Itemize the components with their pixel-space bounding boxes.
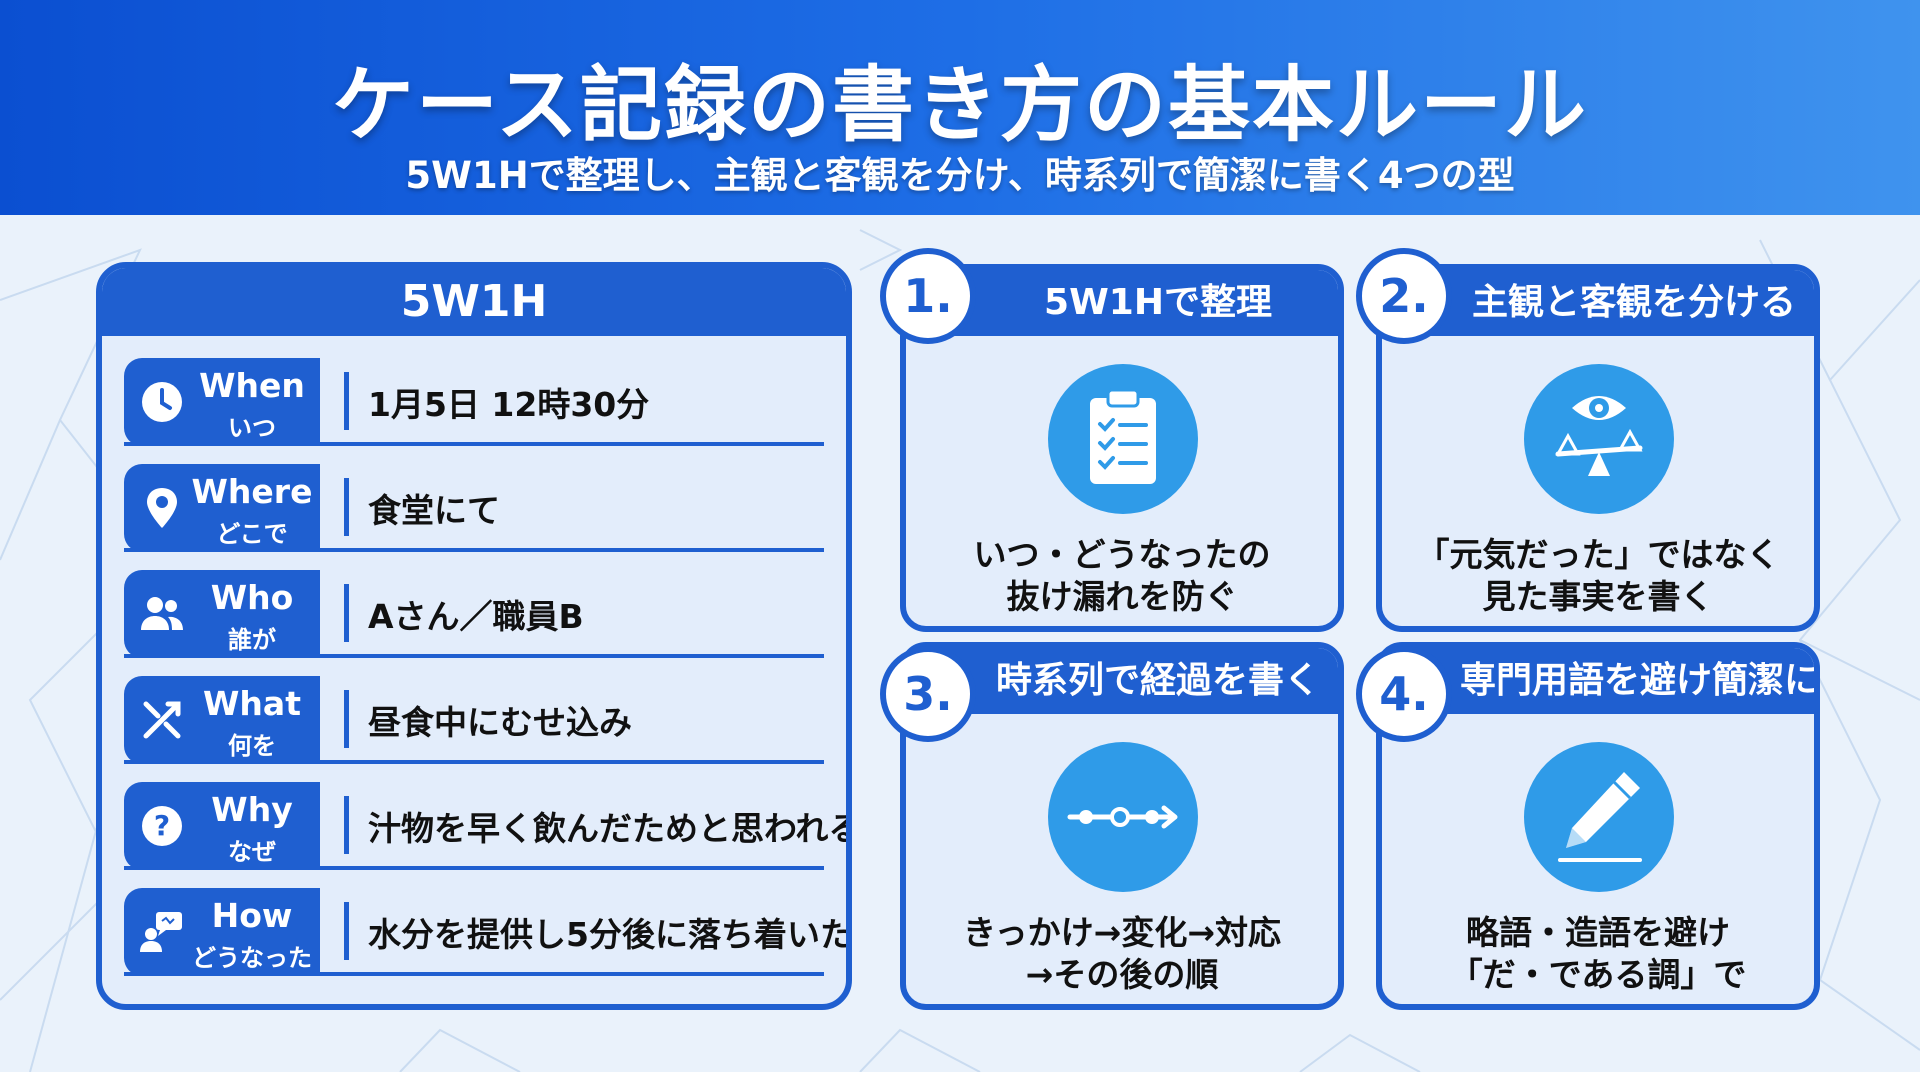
row-separator (344, 690, 349, 748)
how-value: 水分を提供し5分後に落ち着いた (368, 915, 852, 954)
rule-card-2-header: 主観と客観を分ける (1382, 270, 1814, 336)
w5h1-panel-title: 5W1H (102, 268, 846, 336)
row-separator (344, 584, 349, 642)
rule-card-4-header: 専門用語を避け簡潔に (1382, 648, 1814, 714)
why-label-pill: ? Why なぜ (124, 782, 320, 870)
question-icon: ? (142, 806, 182, 846)
w5h1-row-how: How どうなった 水分を提供し5分後に落ち着いた (124, 888, 846, 994)
row-separator (344, 902, 349, 960)
what-label-jp: 何を (228, 732, 276, 760)
rule-card-3-desc-line1: きっかけ→変化→対応 (963, 913, 1281, 952)
timeline-icon (1067, 805, 1178, 829)
clock-icon (142, 382, 182, 422)
w5h1-row-what: What 何を 昼食中にむせ込み (124, 676, 824, 782)
people-icon (141, 597, 183, 630)
row-underline (124, 654, 824, 658)
rule-card-1-icon-circle (1048, 364, 1198, 514)
when-label-en: When (199, 366, 305, 405)
rule-card-3-number: 3. (880, 646, 976, 742)
how-label-en: How (211, 896, 293, 935)
w5h1-panel: 5W1H When いつ 1月5日 12時30分 Where (96, 262, 852, 1010)
rule-card-4-title: 専門用語を避け簡潔に (1460, 660, 1820, 701)
rule-card-1-header: 5W1Hで整理 (906, 270, 1338, 336)
why-label-en: Why (211, 790, 293, 829)
when-label-pill: When いつ (124, 358, 320, 446)
row-underline (124, 972, 824, 976)
when-value: 1月5日 12時30分 (368, 385, 650, 424)
when-label-jp: いつ (228, 414, 276, 442)
rule-card-4-desc-line2: 「だ・である調」で (1449, 955, 1747, 994)
clipboard-checklist-icon (1090, 388, 1156, 484)
rule-card-2: 主観と客観を分ける 「元気だった」ではなく 見た事実を書く (1376, 264, 1820, 632)
who-label-pill: Who 誰が (124, 570, 320, 658)
row-separator (344, 372, 349, 430)
where-value: 食堂にて (368, 491, 500, 530)
where-label-jp: どこで (216, 520, 288, 548)
rule-card-4: 専門用語を避け簡潔に 略語・造語を避け 「だ・である調」で (1376, 642, 1820, 1010)
rule-card-3: 時系列で経過を書く きっかけ→変化→対応 →その後の順 (900, 642, 1344, 1010)
rule-card-1-desc-line2: 抜け漏れを防ぐ (1006, 577, 1238, 616)
tools-icon (143, 701, 181, 739)
row-underline (124, 548, 824, 552)
pen-icon (1558, 772, 1642, 862)
where-label-en: Where (191, 472, 313, 511)
what-value: 昼食中にむせ込み (368, 703, 632, 742)
header-banner: ケース記録の書き方の基本ルール 5W1Hで整理し、主観と客観を分け、時系列で簡潔… (0, 0, 1920, 215)
rule-card-2-desc-line2: 見た事実を書く (1482, 577, 1714, 616)
where-label-pill: Where どこで (124, 464, 320, 552)
person-speech-icon (140, 912, 182, 952)
row-underline (124, 866, 824, 870)
who-value: Aさん／職員B (368, 597, 584, 636)
rule-card-3-title: 時系列で経過を書く (995, 660, 1320, 701)
w5h1-row-when: When いつ 1月5日 12時30分 (124, 358, 824, 464)
svg-text:?: ? (154, 809, 170, 842)
what-label-pill: What 何を (124, 676, 320, 764)
rule-card-2-icon-circle (1524, 364, 1674, 514)
who-label-en: Who (210, 578, 294, 617)
row-separator (344, 478, 349, 536)
eye-scale-icon (1555, 396, 1643, 476)
w5h1-row-who: Who 誰が Aさん／職員B (124, 570, 824, 676)
rule-card-4-icon-circle (1524, 742, 1674, 892)
who-label-jp: 誰が (228, 626, 276, 654)
page-title: ケース記録の書き方の基本ルール (332, 58, 1588, 153)
location-pin-icon (147, 488, 177, 528)
rule-card-2-desc-line1: 「元気だった」ではなく (1416, 535, 1780, 574)
rule-card-4-number: 4. (1356, 646, 1452, 742)
rule-card-1-desc-line1: いつ・どうなったの (973, 535, 1271, 574)
rule-card-1-number: 1. (880, 248, 976, 344)
rule-card-1: 5W1Hで整理 いつ・どうなったの 抜け漏れを防ぐ (900, 264, 1344, 632)
how-label-pill: How どうなった (124, 888, 320, 976)
rule-card-3-header: 時系列で経過を書く (906, 648, 1338, 714)
row-underline (124, 442, 824, 446)
rule-card-3-icon-circle (1048, 742, 1198, 892)
how-label-jp: どうなった (192, 944, 312, 972)
page-subtitle: 5W1Hで整理し、主観と客観を分け、時系列で簡潔に書く4つの型 (405, 154, 1515, 197)
rule-card-4-desc-line1: 略語・造語を避け (1466, 913, 1730, 952)
rule-card-2-number: 2. (1356, 248, 1452, 344)
why-label-jp: なぜ (228, 838, 276, 866)
w5h1-row-where: Where どこで 食堂にて (124, 464, 824, 570)
row-separator (344, 796, 349, 854)
row-underline (124, 760, 824, 764)
why-value: 汁物を早く飲んだためと思われる (368, 809, 852, 848)
w5h1-row-why: ? Why なぜ 汁物を早く飲んだためと思われる (124, 782, 846, 888)
rule-card-2-title: 主観と客観を分ける (1471, 282, 1796, 323)
rule-card-1-title: 5W1Hで整理 (1044, 282, 1272, 323)
what-label-en: What (203, 684, 301, 723)
rule-card-3-desc-line2: →その後の順 (1025, 955, 1219, 994)
w5h1-rows: When いつ 1月5日 12時30分 Where どこで 食堂にて (124, 358, 846, 994)
